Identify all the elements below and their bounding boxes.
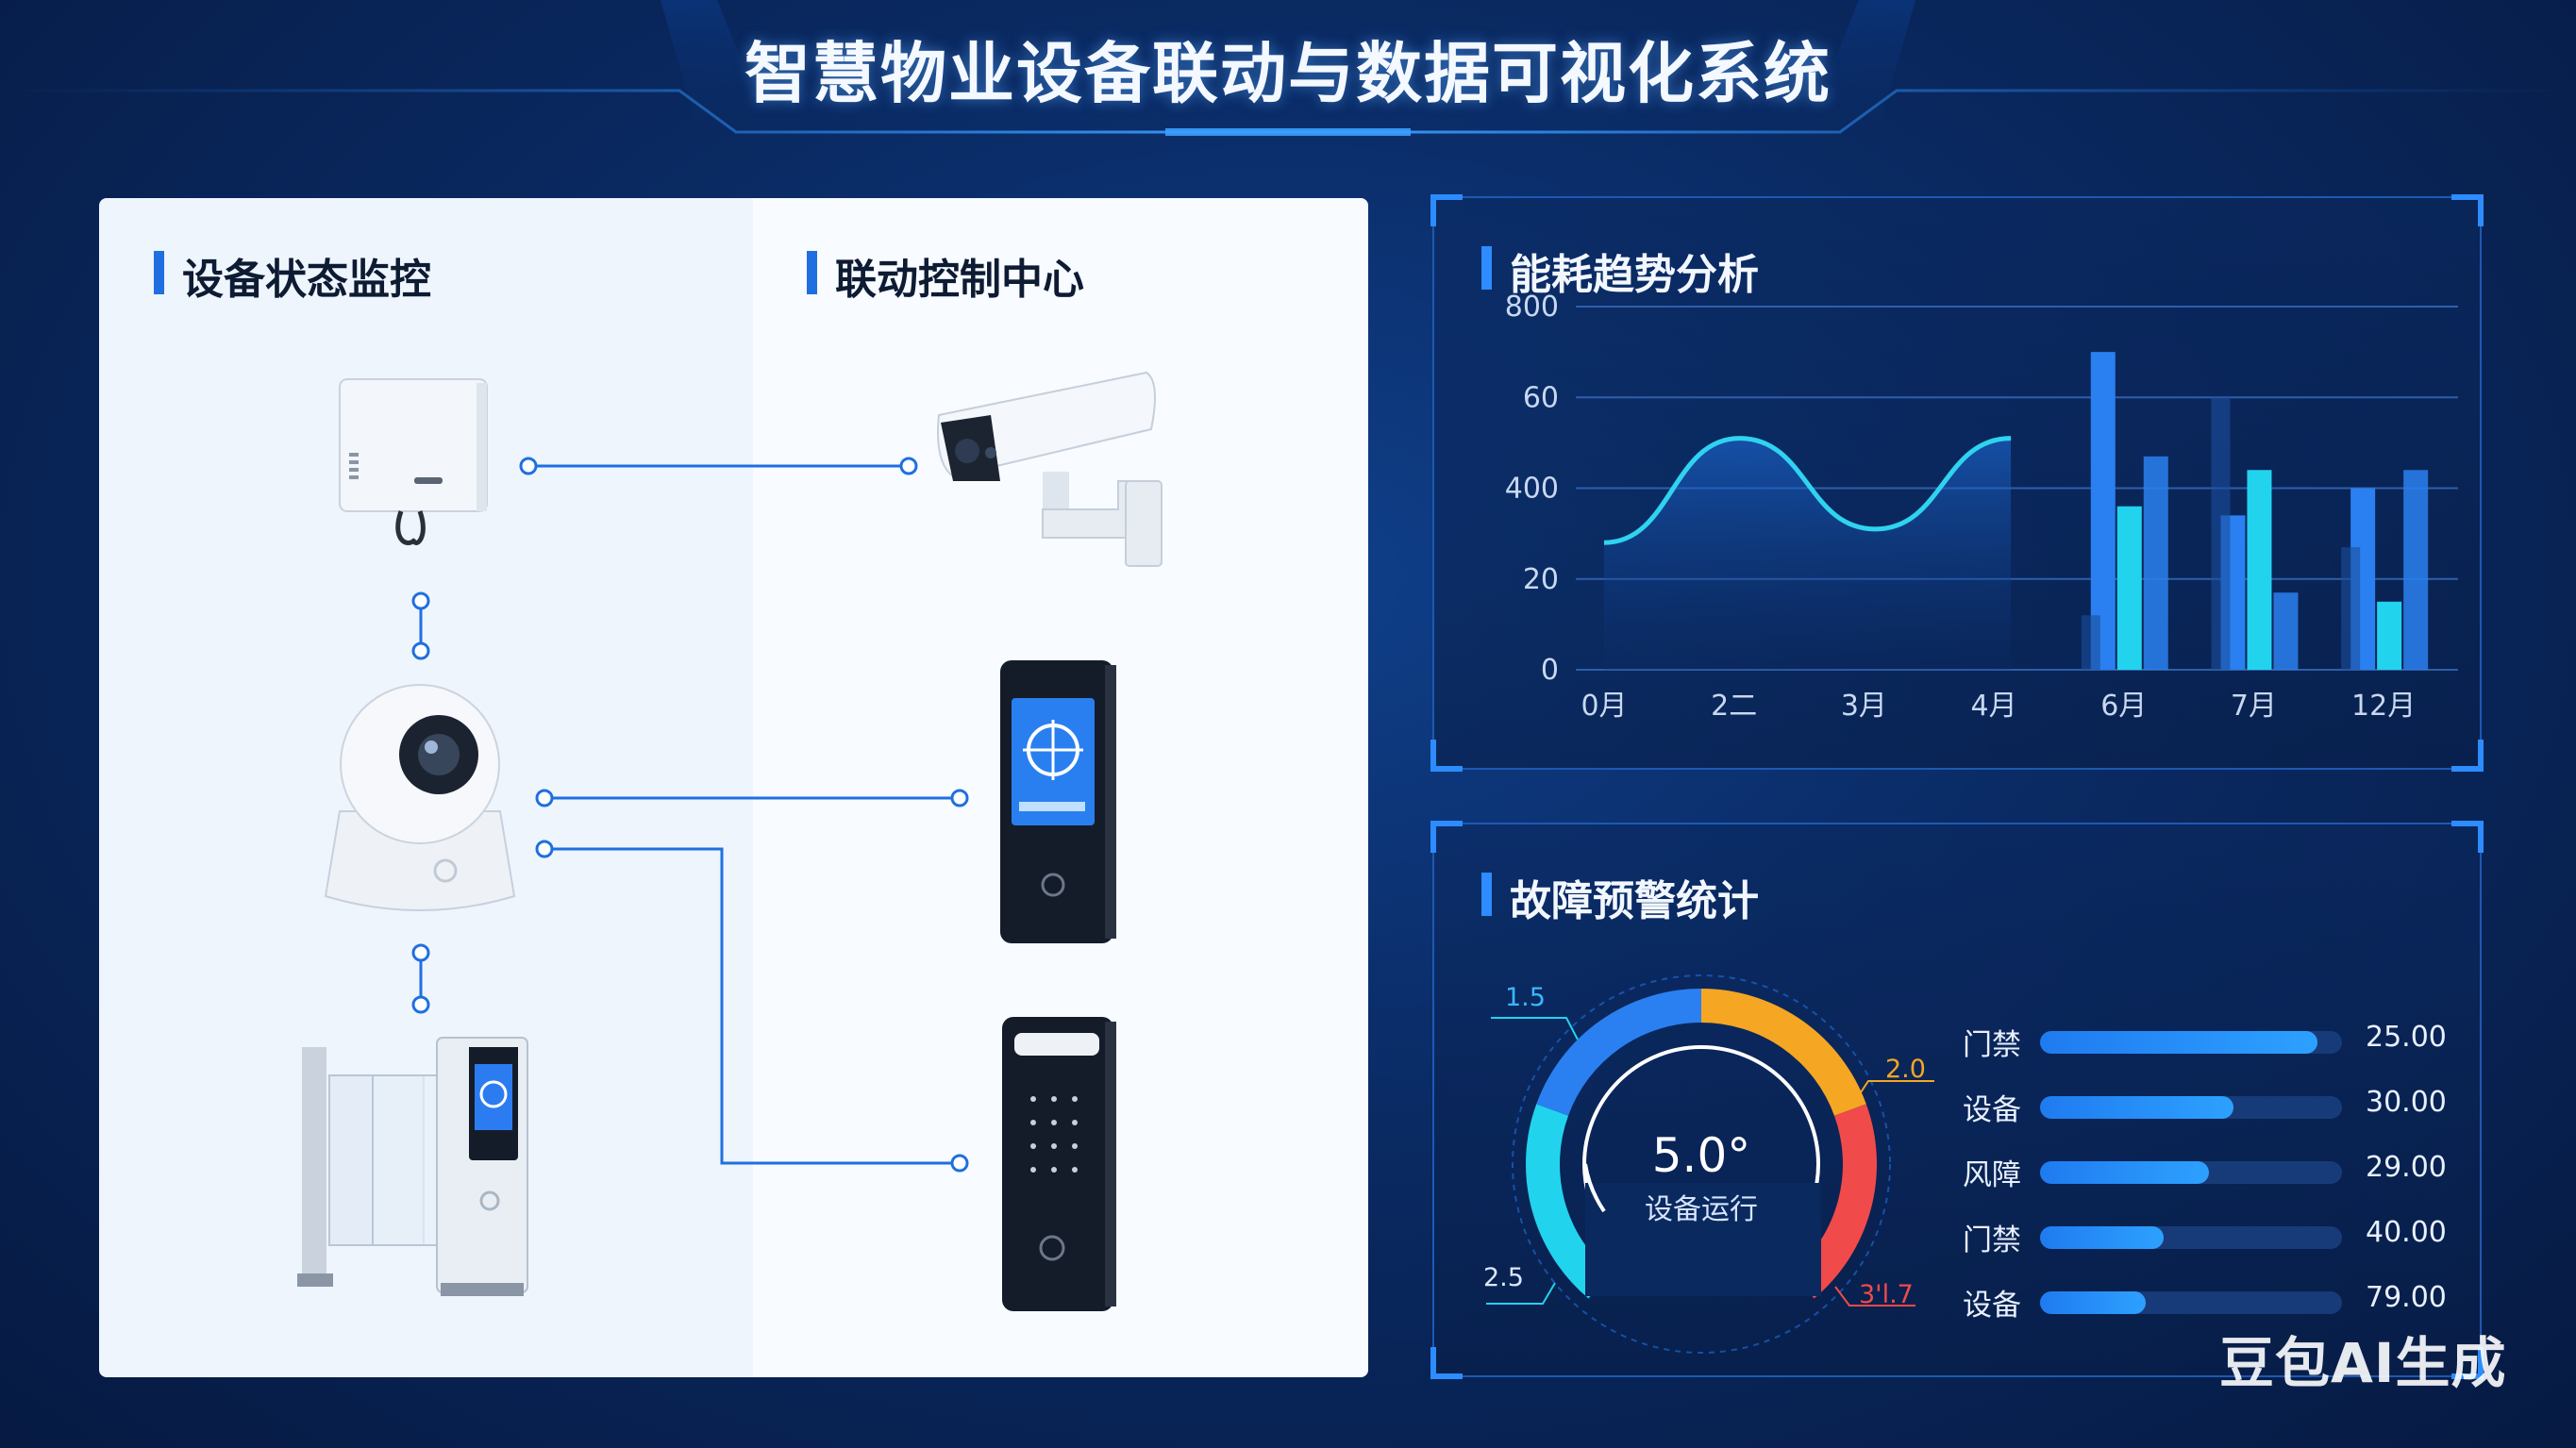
bar [2116, 506, 2142, 670]
fault-row: 门禁 40.00 [1963, 1216, 2472, 1257]
bar [2273, 592, 2299, 670]
y-tick-label: 20 [1523, 563, 1559, 596]
turnstile-gate-icon[interactable] [297, 1037, 528, 1296]
fault-row-value: 29.00 [2366, 1151, 2447, 1184]
fault-row-fill [2040, 1226, 2165, 1249]
y-tick-label: 60 [1523, 381, 1559, 414]
energy-chart: 0 20 400 60 800 0月 2二 3月 4月 6月 7月 12月 [1505, 291, 2458, 723]
fault-row-track [2040, 1161, 2342, 1184]
face-recognition-terminal-icon[interactable] [1000, 660, 1116, 943]
fault-row-value: 79.00 [2366, 1281, 2447, 1314]
gauge-tick-bottom-right: 3'l.7 [1859, 1280, 1914, 1309]
x-tick-label: 7月 [2231, 690, 2277, 723]
fault-row-value: 30.00 [2366, 1086, 2447, 1119]
watermark: 豆包AI生成 [2219, 1331, 2507, 1395]
y-tick-label: 0 [1541, 654, 1559, 687]
device-topology [297, 371, 1163, 1311]
page-title: 智慧物业设备联动与数据可视化系统 [744, 35, 1832, 112]
x-tick-label: 12月 [2351, 690, 2416, 723]
fault-row-track [2040, 1226, 2342, 1249]
bar-shadow [2081, 615, 2100, 670]
x-tick-label: 4月 [1971, 690, 2017, 723]
gauge-tick-top-right: 2.0 [1885, 1055, 1926, 1084]
bar [2403, 470, 2429, 670]
fault-row-name: 门禁 [1963, 1028, 2021, 1062]
bar [2247, 470, 2272, 670]
fault-panel-title: 故障预警统计 [1481, 867, 1759, 927]
fault-row-name: 门禁 [1963, 1223, 2021, 1257]
fault-row-name: 风障 [1963, 1158, 2021, 1192]
fault-row-track [2040, 1031, 2342, 1054]
x-tick-label: 6月 [2100, 690, 2147, 723]
energy-panel-title: 能耗趋势分析 [1481, 241, 1759, 301]
y-tick-label: 800 [1505, 291, 1559, 324]
control-section-title: 联动控制中心 [807, 245, 1084, 306]
sensor-box-icon[interactable] [339, 378, 488, 545]
fault-warning-panel: 故障预警统计 5.0° 设备运行 1.5 2.0 2.5 3'l.7 门禁 25.… [1430, 821, 2484, 1379]
energy-trend-panel: 能耗趋势分析 0 20 400 60 800 0月 2二 3月 4月 6月 7月 12月 [1430, 194, 2484, 772]
x-tick-label: 2二 [1711, 690, 1757, 723]
trend-line [1603, 436, 2012, 545]
bullet-camera-icon[interactable] [937, 371, 1163, 567]
gauge-value: 5.0° [1652, 1128, 1751, 1183]
x-tick-label: 0月 [1581, 690, 1627, 723]
fault-row: 风障 29.00 [1963, 1151, 2472, 1192]
fault-row-track [2040, 1291, 2342, 1314]
gauge-tick-bottom-left: 2.5 [1483, 1263, 1524, 1292]
gauge-segment [1536, 989, 1702, 1117]
fault-row: 设备 30.00 [1963, 1086, 2472, 1127]
bar-shadow [2211, 397, 2231, 670]
fault-row-fill [2040, 1161, 2210, 1184]
fault-row: 设备 79.00 [1963, 1281, 2472, 1323]
gauge-segment [1700, 989, 1866, 1117]
header-frame [0, 0, 2576, 136]
fault-row-name: 设备 [1963, 1289, 2021, 1323]
bar-shadow [2341, 547, 2361, 670]
dome-camera-icon[interactable] [324, 684, 516, 911]
gauge-segment [1792, 1104, 1877, 1299]
fault-row-value: 40.00 [2366, 1216, 2447, 1249]
fault-row-fill [2040, 1031, 2318, 1054]
x-tick-label: 3月 [1841, 690, 1887, 723]
link-dome-to-keypad [544, 847, 960, 1165]
status-gauge: 5.0° 设备运行 1.5 2.0 2.5 3'l.7 [1483, 974, 1934, 1354]
fault-row-fill [2040, 1096, 2233, 1119]
bar [2143, 456, 2168, 670]
trend-area [1604, 438, 2012, 670]
keypad-access-reader-icon[interactable] [1002, 1017, 1116, 1311]
monitor-section-title: 设备状态监控 [154, 245, 431, 306]
fault-row-fill [2040, 1291, 2146, 1314]
device-linkage-panel: 设备状态监控 联动控制中心 [99, 198, 1368, 1377]
fault-row-track [2040, 1096, 2342, 1119]
gauge-tick-top-left: 1.5 [1505, 983, 1546, 1012]
fault-row-value: 25.00 [2366, 1021, 2447, 1054]
bar [2377, 601, 2402, 670]
fault-row: 门禁 25.00 [1963, 1021, 2472, 1062]
gauge-caption: 设备运行 [1645, 1193, 1758, 1226]
y-tick-label: 400 [1505, 473, 1559, 506]
fault-row-name: 设备 [1963, 1093, 2021, 1127]
fault-bar-list: 门禁 25.00 设备 30.00 风障 29.00 门禁 40.00 设备 79.00 [1963, 1021, 2472, 1360]
gauge-segment [1526, 1104, 1611, 1299]
